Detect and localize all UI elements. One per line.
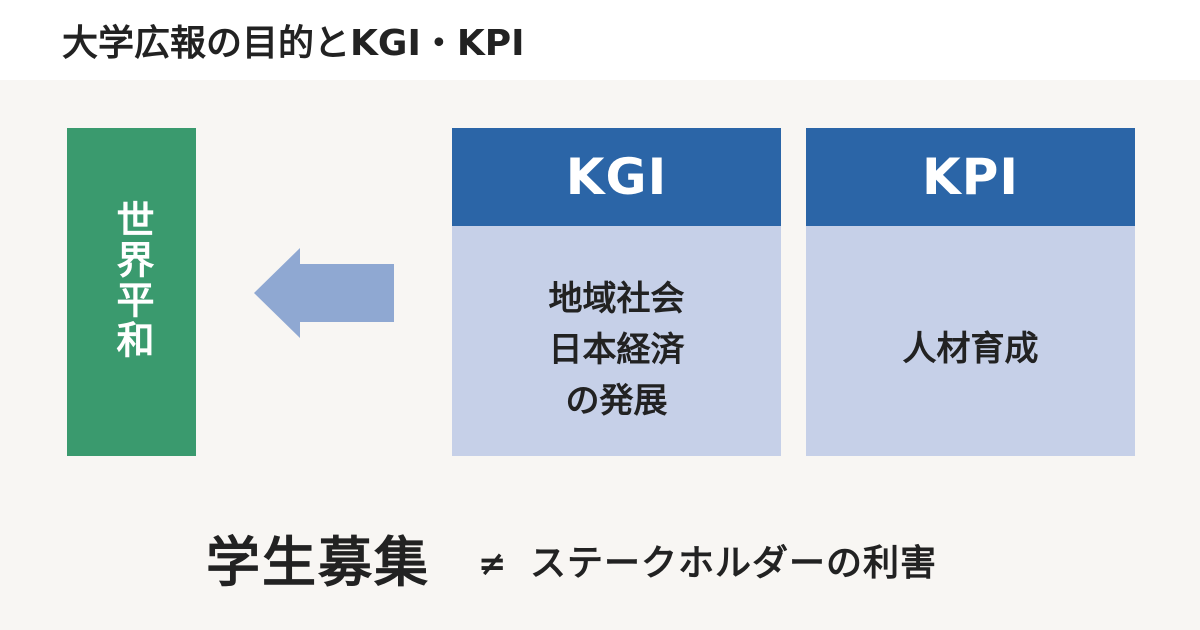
bottom-caption: 学生募集 ≠ ステークホルダーの利害 <box>0 528 1200 598</box>
not-equal-symbol: ≠ <box>478 544 507 584</box>
goal-box: 世界平和 <box>67 128 196 456</box>
kgi-card-body: 地域社会 日本経済 の発展 <box>452 274 781 427</box>
left-arrow-icon <box>254 248 394 338</box>
goal-label: 世界平和 <box>110 200 154 360</box>
kpi-card-title: KPI <box>806 128 1135 226</box>
kgi-card: KGI 地域社会 日本経済 の発展 <box>452 128 781 456</box>
bottom-sub-text: ステークホルダーの利害 <box>530 543 938 584</box>
kpi-line: 人材育成 <box>902 329 1039 369</box>
header-bar: 大学広報の目的とKGI・KPI <box>0 0 1200 80</box>
bottom-main-text: 学生募集 <box>206 531 430 594</box>
kpi-card: KPI 人材育成 <box>806 128 1135 456</box>
kgi-card-title: KGI <box>452 128 781 226</box>
kgi-line: の発展 <box>565 381 668 421</box>
kgi-line: 地域社会 <box>548 279 685 319</box>
page-title: 大学広報の目的とKGI・KPI <box>62 23 525 64</box>
arrow-shape <box>254 248 394 338</box>
kpi-card-body: 人材育成 <box>806 324 1135 375</box>
kgi-line: 日本経済 <box>548 330 685 370</box>
